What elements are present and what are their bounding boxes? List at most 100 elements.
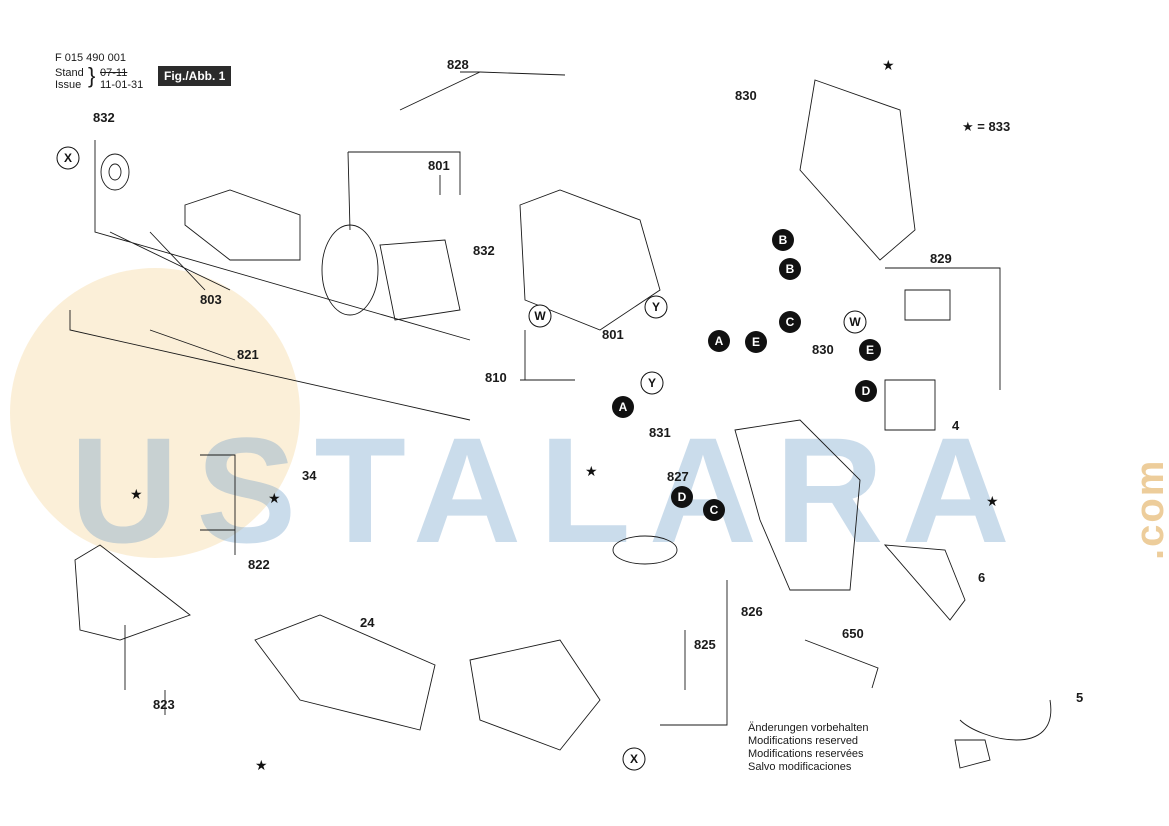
leader-821 bbox=[69, 310, 471, 421]
star-icon: ★ bbox=[255, 757, 268, 773]
tag-a-1-text: A bbox=[715, 334, 724, 348]
star-icon: ★ bbox=[130, 486, 143, 502]
tag-y-1: Y bbox=[644, 295, 668, 319]
tag-b-2-text: B bbox=[786, 262, 795, 276]
tag-d-2-text: D bbox=[678, 490, 687, 504]
tag-b-1-text: B bbox=[779, 233, 788, 247]
notice-line-fr: Modifications reservées bbox=[748, 748, 864, 760]
plug-shape bbox=[954, 739, 991, 769]
side-cover-shape bbox=[799, 79, 916, 261]
tag-a-2-text: A bbox=[619, 400, 628, 414]
part-label-830-mid: 830 bbox=[812, 342, 834, 357]
notice-line-en: Modifications reserved bbox=[748, 735, 859, 747]
brush-holder-shape bbox=[904, 289, 951, 321]
leader-828 bbox=[399, 71, 566, 111]
modification-notice: Änderungen vorbehalten Modifications res… bbox=[748, 722, 868, 774]
tag-y-2-text: Y bbox=[648, 376, 656, 390]
part-label-823: 823 bbox=[153, 697, 175, 712]
part-label-810: 810 bbox=[485, 370, 507, 385]
tag-e-2: E bbox=[859, 339, 881, 361]
issue-label: Issue bbox=[55, 79, 82, 91]
tag-d-1: D bbox=[855, 380, 877, 402]
stand-label: Stand bbox=[55, 67, 84, 79]
star-marks: ★ ★ ★ ★ ★ ★ bbox=[130, 57, 999, 773]
tag-b-2: B bbox=[779, 258, 801, 280]
shoe-shape bbox=[74, 544, 191, 641]
handle-housing-shape bbox=[734, 419, 861, 591]
tag-e-1-text: E bbox=[752, 335, 760, 349]
star-icon: ★ bbox=[986, 493, 999, 509]
gearbox-cover-shape bbox=[254, 614, 436, 731]
star-icon: ★ bbox=[585, 463, 598, 479]
tag-d-1-text: D bbox=[862, 384, 871, 398]
cable-shape bbox=[959, 699, 1052, 741]
part-label-801-mid: 801 bbox=[602, 327, 624, 342]
star-icon: ★ bbox=[268, 490, 281, 506]
figure-label: Fig./Abb. 1 bbox=[158, 66, 232, 86]
part-label-6: 6 bbox=[978, 570, 986, 585]
stator-shape bbox=[379, 239, 461, 321]
cord-guard-shape bbox=[883, 544, 966, 621]
part-label-829: 829 bbox=[930, 251, 952, 266]
part-label-803: 803 bbox=[200, 292, 222, 307]
star-legend: ★ = 833 bbox=[962, 119, 1010, 135]
notice-line-de: Änderungen vorbehalten bbox=[748, 722, 869, 734]
part-label-801-top: 801 bbox=[428, 158, 450, 173]
issue-value: 11-01-31 bbox=[100, 79, 144, 91]
star-icon: ★ bbox=[882, 57, 895, 73]
part-label-832-left: 832 bbox=[93, 110, 115, 125]
star-legend-text: = 833 bbox=[977, 119, 1011, 134]
connector-tags: B B C E A W Y W E D A Y D C bbox=[528, 229, 881, 521]
part-label-34: 34 bbox=[302, 468, 317, 483]
tag-c-2: C bbox=[703, 499, 725, 521]
tag-e-1: E bbox=[745, 331, 767, 353]
tag-a-1: A bbox=[708, 330, 730, 352]
gear-shape bbox=[612, 535, 678, 565]
x-marker-2: X bbox=[622, 747, 646, 771]
tag-b-1: B bbox=[772, 229, 794, 251]
motor-housing-shape bbox=[519, 189, 661, 331]
hex-key-shape bbox=[804, 639, 879, 689]
switch-shape bbox=[884, 379, 936, 431]
notice-line-es: Salvo modificaciones bbox=[748, 761, 852, 773]
tag-e-2-text: E bbox=[866, 343, 874, 357]
part-label-831: 831 bbox=[649, 425, 671, 440]
armature-shape bbox=[184, 189, 301, 261]
tag-c-2-text: C bbox=[710, 503, 719, 517]
tag-y-1-text: Y bbox=[652, 300, 660, 314]
gear-housing-shape bbox=[469, 639, 601, 751]
x-marker-2-text: X bbox=[630, 752, 638, 766]
tag-a-2: A bbox=[612, 396, 634, 418]
bearing-shape bbox=[100, 153, 130, 191]
leader-829 bbox=[885, 267, 1001, 390]
fan-plate-shape bbox=[321, 224, 379, 316]
part-label-5: 5 bbox=[1076, 690, 1084, 705]
x-marker-1: X bbox=[56, 146, 80, 170]
star-icon: ★ bbox=[962, 119, 974, 134]
x-marker-1-text: X bbox=[64, 151, 72, 165]
tag-d-2: D bbox=[671, 486, 693, 508]
tag-w-2-text: W bbox=[849, 315, 861, 329]
part-label-826: 826 bbox=[741, 604, 763, 619]
tag-w-1-text: W bbox=[534, 309, 546, 323]
tag-c-1-text: C bbox=[786, 315, 795, 329]
doc-number: F 015 490 001 bbox=[55, 52, 126, 64]
part-label-825: 825 bbox=[694, 637, 716, 652]
tag-w-2: W bbox=[843, 310, 867, 334]
part-label-830-top: 830 bbox=[735, 88, 757, 103]
part-label-24: 24 bbox=[360, 615, 375, 630]
x-markers: X X bbox=[56, 146, 646, 771]
part-label-821: 821 bbox=[237, 347, 259, 362]
brace: } bbox=[88, 63, 96, 88]
watermark-text: USTALARA bbox=[70, 406, 1028, 574]
leader-823 bbox=[124, 625, 166, 715]
part-label-650: 650 bbox=[842, 626, 864, 641]
stand-value: 07-11 bbox=[100, 67, 128, 79]
leader-801-top bbox=[347, 151, 461, 231]
leader-810 bbox=[520, 330, 575, 381]
watermark-circle bbox=[10, 268, 300, 558]
part-label-822: 822 bbox=[248, 557, 270, 572]
part-label-827: 827 bbox=[667, 469, 689, 484]
